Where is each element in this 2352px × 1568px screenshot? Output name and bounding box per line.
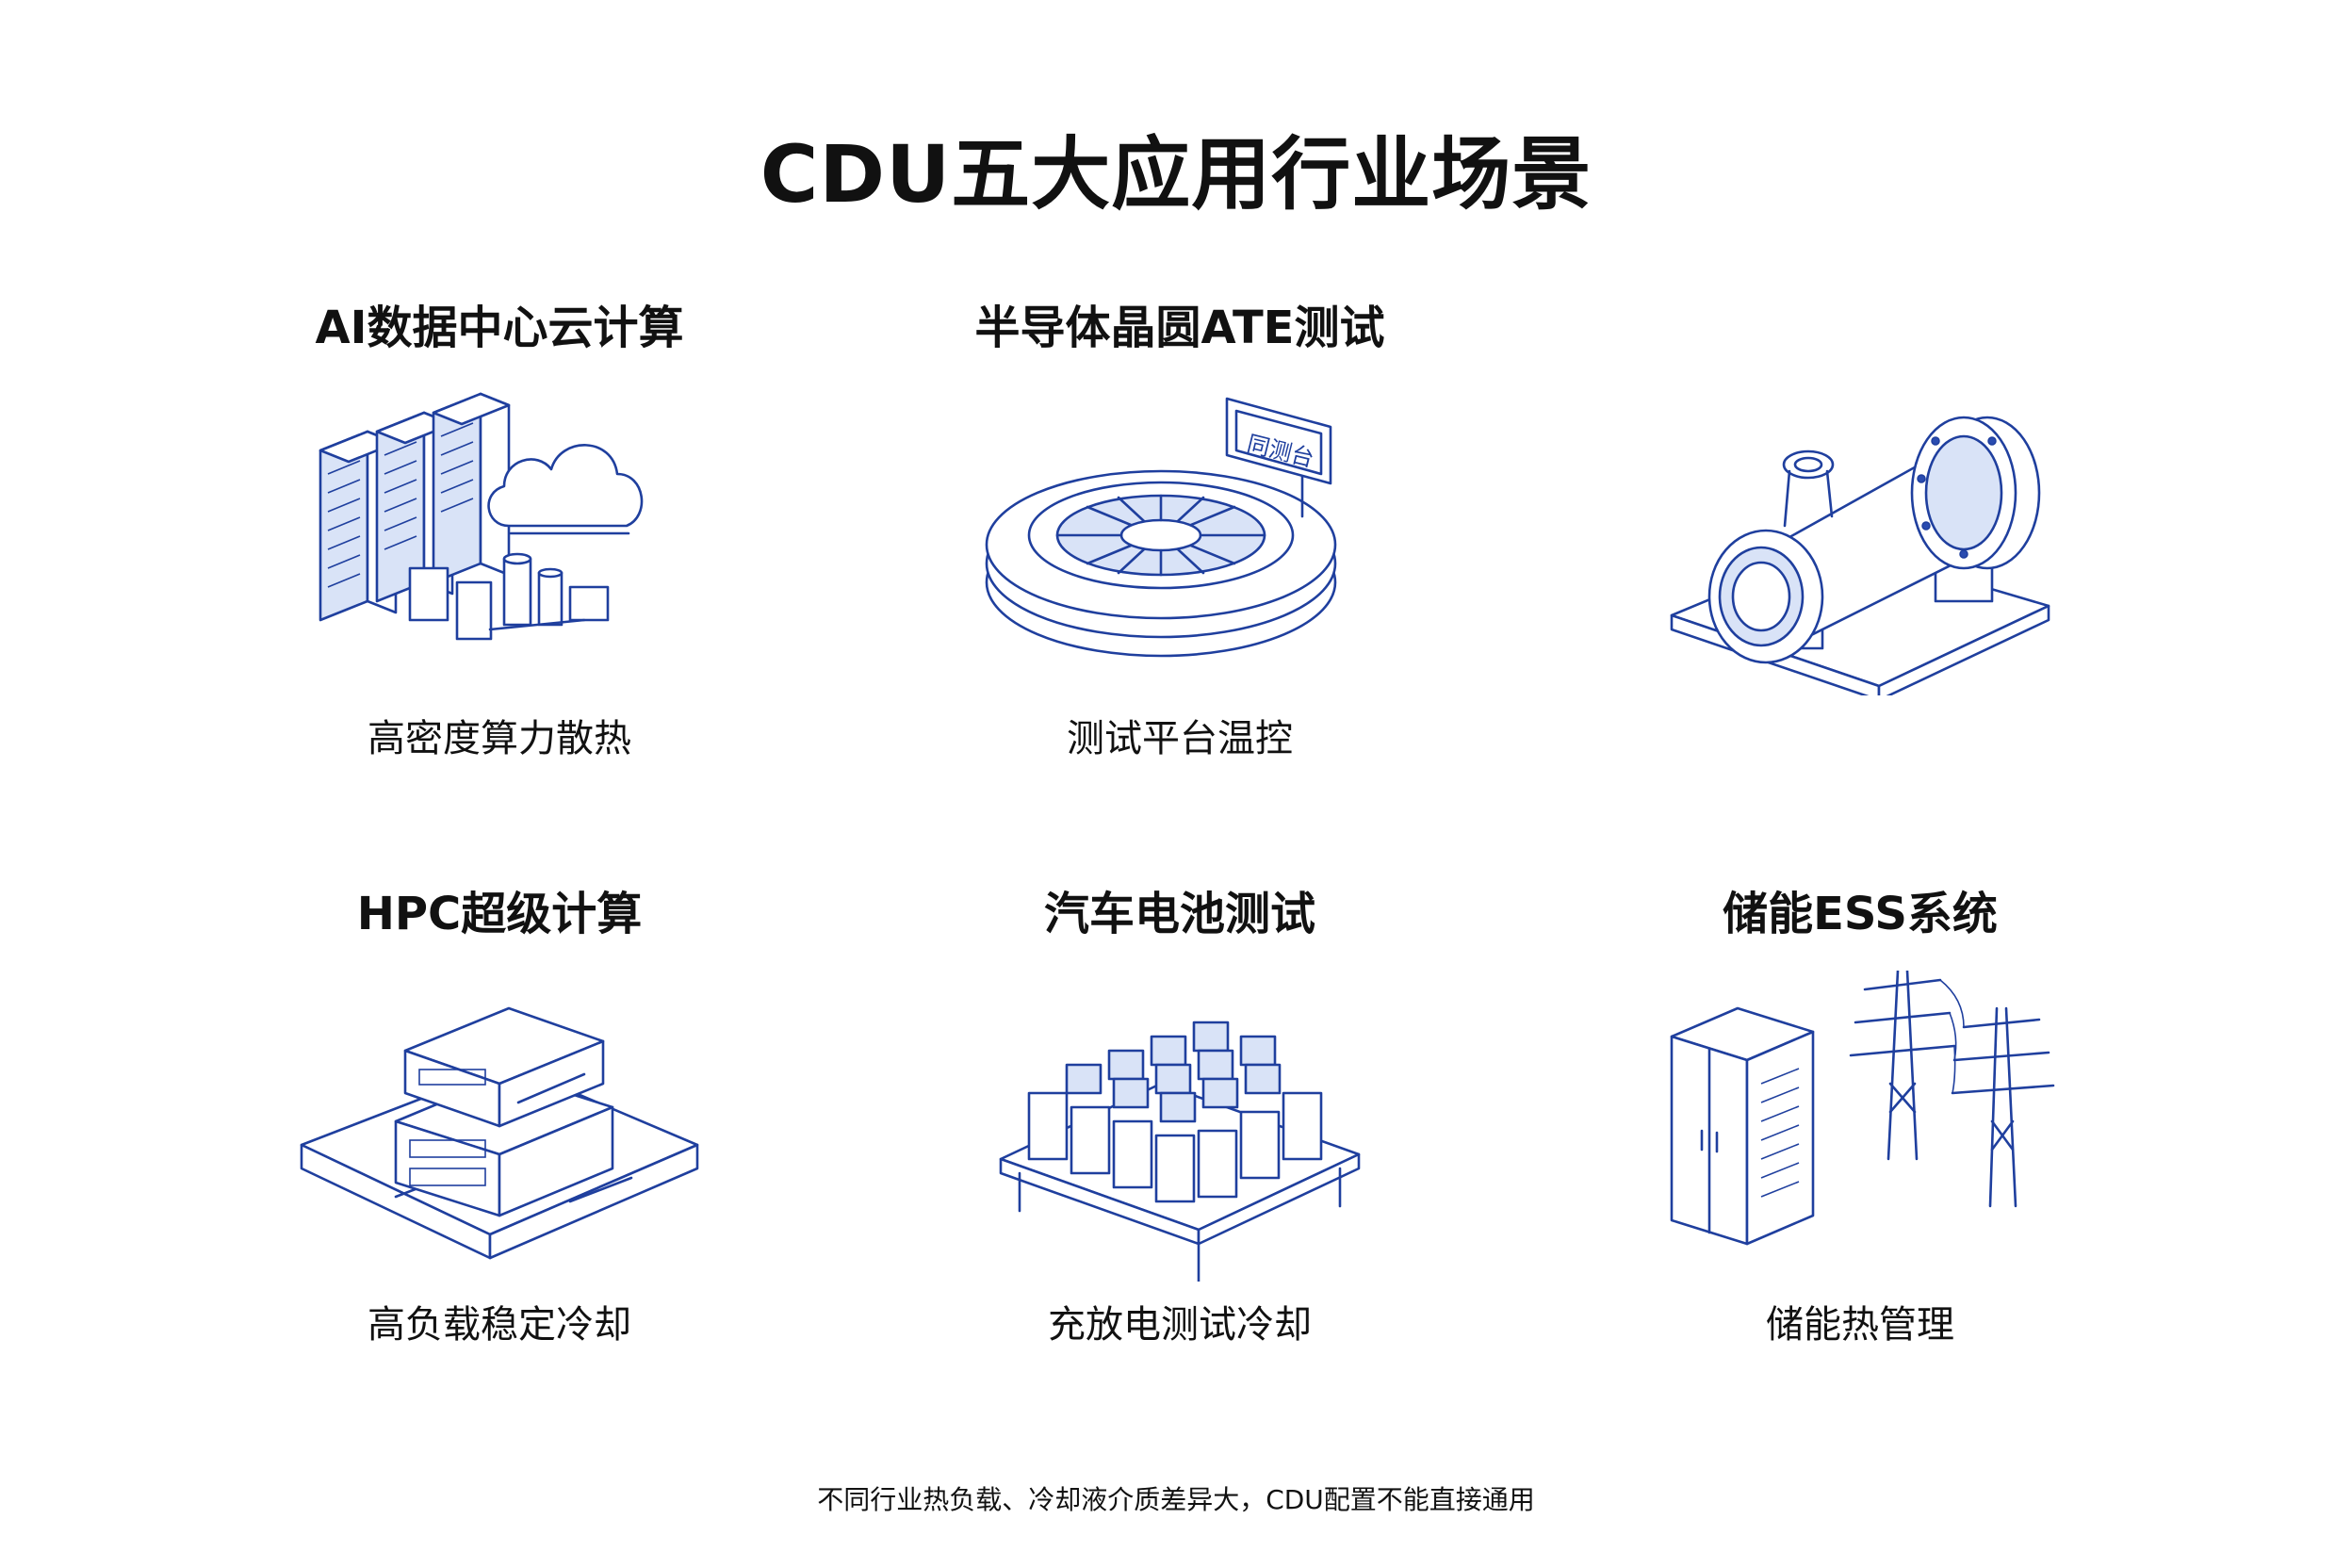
wafer-test-illustration: 同测台 [972, 384, 1387, 695]
card-hpc: HPC超级计算 高负载稳定冷却 [151, 886, 848, 1413]
card-title: AI数据中心云计算 [315, 302, 684, 354]
card-subtitle: 储能热管理 [1766, 1303, 1954, 1347]
battery-pack-illustration [972, 971, 1387, 1282]
card-pump-motor [1511, 300, 2209, 827]
page-title: CDU五大应用行业场景 [760, 128, 1592, 220]
card-title: 半导体晶圆ATE测试 [974, 302, 1385, 354]
card-title: 储能ESS系统 [1723, 888, 1998, 940]
card-subtitle: 测试平台温控 [1067, 717, 1293, 760]
card-automotive-battery: 汽车电池测试 [831, 886, 1528, 1413]
card-title: 汽车电池测试 [1043, 888, 1315, 940]
card-semiconductor-ate: 半导体晶圆ATE测试 同测台 测试平台温控 [831, 300, 1528, 827]
hpc-server-illustration [292, 971, 707, 1282]
server-cloud-illustration [292, 384, 707, 695]
card-ess: 储能ESS系统 [1511, 886, 2209, 1413]
footer-note: 不同行业热负载、冷却液介质差异大，CDU配置不能直接通用 [817, 1484, 1535, 1515]
ess-cabinet-illustration [1653, 971, 2067, 1282]
card-subtitle: 高密度算力散热 [368, 717, 631, 760]
card-subtitle: 充放电测试冷却 [1048, 1303, 1312, 1347]
card-ai-datacenter: AI数据中心云计算 [151, 300, 848, 827]
card-title: HPC超级计算 [356, 888, 643, 940]
pump-motor-illustration [1653, 384, 2067, 695]
card-subtitle: 高负载稳定冷却 [368, 1303, 631, 1347]
